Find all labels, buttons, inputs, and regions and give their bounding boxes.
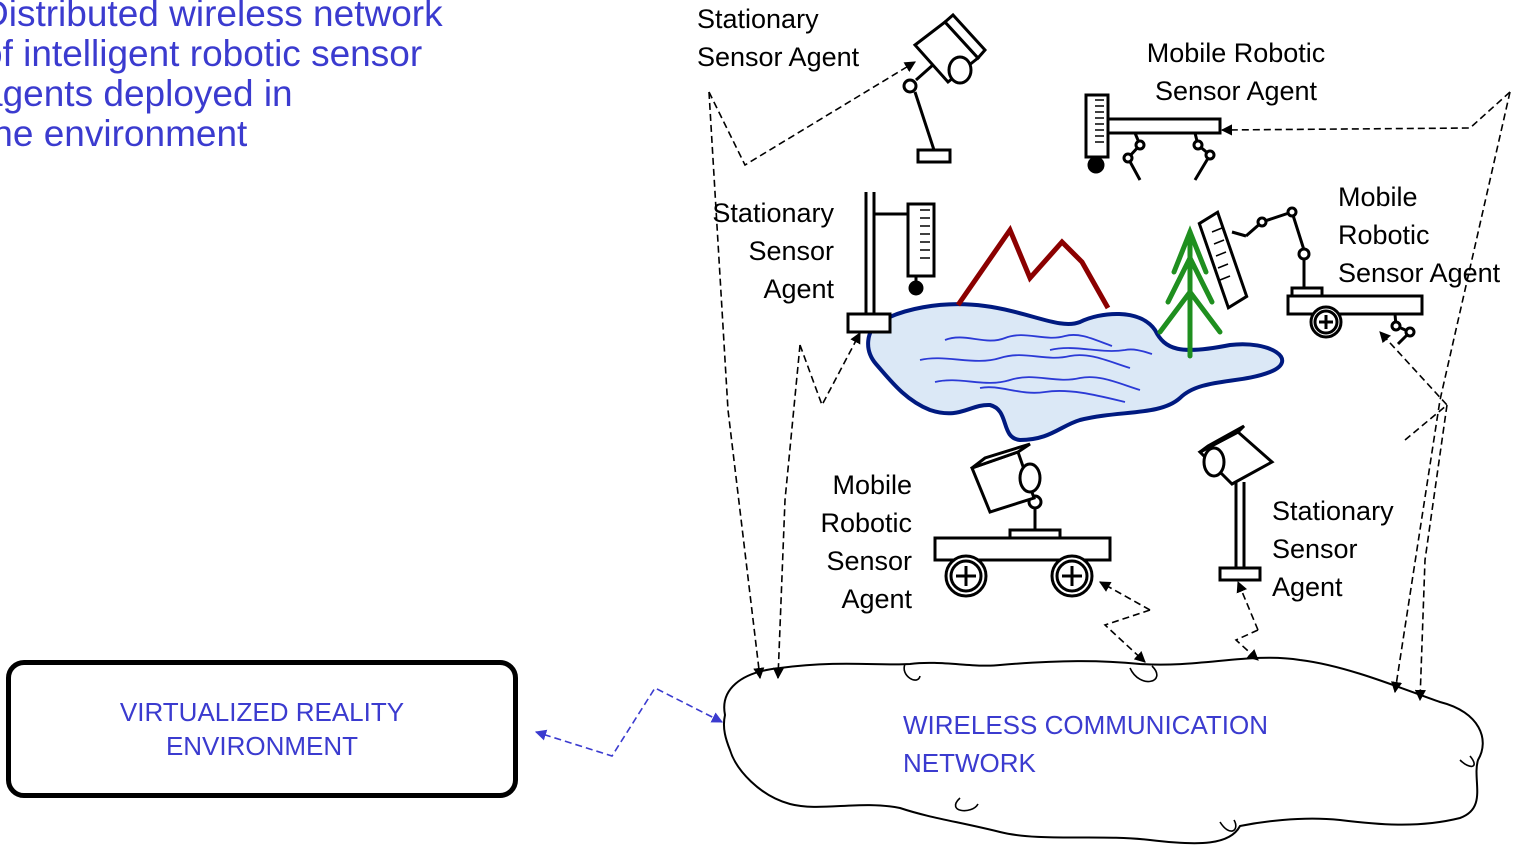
label-line: Stationary (712, 198, 834, 228)
link-bottom-stationary (1236, 580, 1259, 631)
label-line: Robotic (820, 508, 912, 538)
stationary-sensor-top-device (902, 12, 988, 164)
label-stationary-sensor-top: Stationary Sensor Agent (697, 0, 859, 76)
link-bottom-rover-down (1103, 609, 1151, 663)
label-line: Robotic (1338, 220, 1430, 250)
link-right-rover-down (1414, 404, 1448, 702)
wireless-network-cloud (722, 656, 1484, 845)
heading-line: agents deployed in (0, 73, 293, 114)
stationary-sensor-left-device (846, 192, 936, 334)
wireless-network-label: WIRELESS COMMUNICATION NETWORK (903, 706, 1268, 782)
label-line: Sensor Agent (1154, 76, 1318, 106)
heading-line: of intelligent robotic sensor (0, 33, 423, 74)
mobile-robotic-sensor-bottom-device (933, 442, 1112, 598)
label-line: Agent (1272, 572, 1343, 602)
stationary-sensor-bottom-device (1197, 424, 1275, 582)
label-line: Sensor (826, 546, 912, 576)
label-stationary-sensor-left: Stationary Sensor Agent (690, 194, 834, 308)
diagram-heading: Distributed wireless network of intellig… (0, 0, 622, 154)
label-line: Sensor (748, 236, 834, 266)
link-top-mobile (1220, 91, 1511, 136)
mobile-robotic-sensor-right-device (1197, 206, 1424, 346)
label-line: Sensor (1272, 534, 1358, 564)
label-line: Stationary (1272, 496, 1394, 526)
link-right-edge-down (1391, 91, 1511, 694)
label-line: Mobile Robotic (1146, 38, 1326, 68)
heading-line: Distributed wireless network (0, 0, 443, 34)
tree (1157, 225, 1223, 359)
label-mobile-robotic-sensor-right: Mobile Robotic Sensor Agent (1338, 178, 1500, 292)
label-mobile-robotic-sensor-top: Mobile Robotic Sensor Agent (1130, 34, 1342, 110)
label-line: Mobile (832, 470, 912, 500)
link-right-rover (1379, 331, 1449, 441)
heading-line: the environment (0, 113, 248, 154)
mobile-robotic-sensor-top-device (1084, 93, 1222, 181)
label-line: Agent (841, 584, 912, 614)
link-top-stationary-down (708, 91, 765, 680)
link-bottom-stationary-down (1234, 629, 1259, 661)
label-mobile-robotic-sensor-bottom: Mobile Robotic Sensor Agent (786, 466, 912, 618)
network-label-line: WIRELESS COMMUNICATION (903, 710, 1268, 740)
network-label-line: NETWORK (903, 748, 1036, 778)
link-left-stationary-down (772, 344, 801, 680)
vr-label-line: VIRTUALIZED REALITY (119, 697, 405, 727)
vr-label-line: ENVIRONMENT (165, 731, 359, 761)
link-bottom-rover (1099, 581, 1151, 611)
label-line: Sensor Agent (1338, 258, 1501, 288)
label-line: Agent (763, 274, 834, 304)
link-network-to-vr (534, 686, 723, 757)
label-line: Mobile (1338, 182, 1418, 212)
wireless-links (708, 61, 1511, 702)
link-left-stationary (799, 332, 861, 407)
water-waves (919, 334, 1153, 403)
virtualized-reality-box: VIRTUALIZED REALITY ENVIRONMENT (6, 660, 518, 798)
label-line: Stationary (697, 4, 819, 34)
label-line: Sensor Agent (697, 42, 860, 72)
link-top-stationary (708, 61, 916, 167)
mountain (955, 224, 1111, 310)
label-stationary-sensor-bottom: Stationary Sensor Agent (1272, 492, 1394, 606)
lake (866, 302, 1285, 443)
